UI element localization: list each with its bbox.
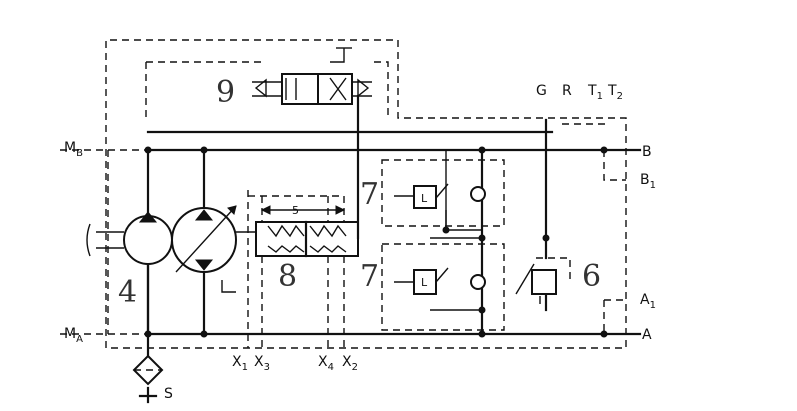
port-labels: MB MA B B1 A1 A S G R T1 T2 X1 X3 X4 X2 <box>64 83 656 402</box>
component-7-bottom-label: 7 <box>360 259 379 294</box>
port-r-label: R <box>562 83 572 99</box>
servo-cylinder <box>236 94 360 258</box>
port-s-label: S <box>164 386 173 402</box>
valve-top-letter: L <box>421 192 428 205</box>
component-4-label: 4 <box>118 275 137 310</box>
component-8-label: 8 <box>278 259 297 294</box>
main-lines <box>60 118 642 404</box>
port-t2-label: T2 <box>607 83 623 102</box>
port-x3-label: X3 <box>254 354 270 373</box>
port-t1-label: T1 <box>587 83 603 102</box>
port-g-label: G <box>536 83 547 99</box>
port-x1-label: X1 <box>232 354 248 373</box>
component-numbers: 4 5 6 7 7 8 9 L L <box>118 75 601 310</box>
enclosure-boundary <box>105 39 627 349</box>
suction-filter <box>132 354 164 386</box>
port-a1-label: A1 <box>640 292 656 311</box>
valve-bottom-letter: L <box>421 276 428 289</box>
variable-displacement-pump <box>171 205 237 293</box>
port-mb-label: MB <box>64 140 83 159</box>
junction-dots <box>144 146 608 338</box>
port-b-label: B <box>642 144 652 160</box>
port-x2-label: X2 <box>342 354 358 373</box>
port-x4-label: X4 <box>318 354 334 373</box>
port-a-label: A <box>642 327 652 343</box>
relief-valve-bottom <box>394 267 486 295</box>
component-9-label: 9 <box>216 75 235 110</box>
port-ma-label: MA <box>64 326 83 345</box>
component-6-label: 6 <box>582 259 601 294</box>
component-5-label: 5 <box>292 204 299 217</box>
relief-valve-top <box>394 183 486 209</box>
control-valve <box>252 47 372 105</box>
pressure-valve-6 <box>515 263 557 304</box>
port-b1-label: B1 <box>640 172 656 191</box>
charge-pump <box>86 211 173 265</box>
component-7-top-label: 7 <box>360 177 379 212</box>
